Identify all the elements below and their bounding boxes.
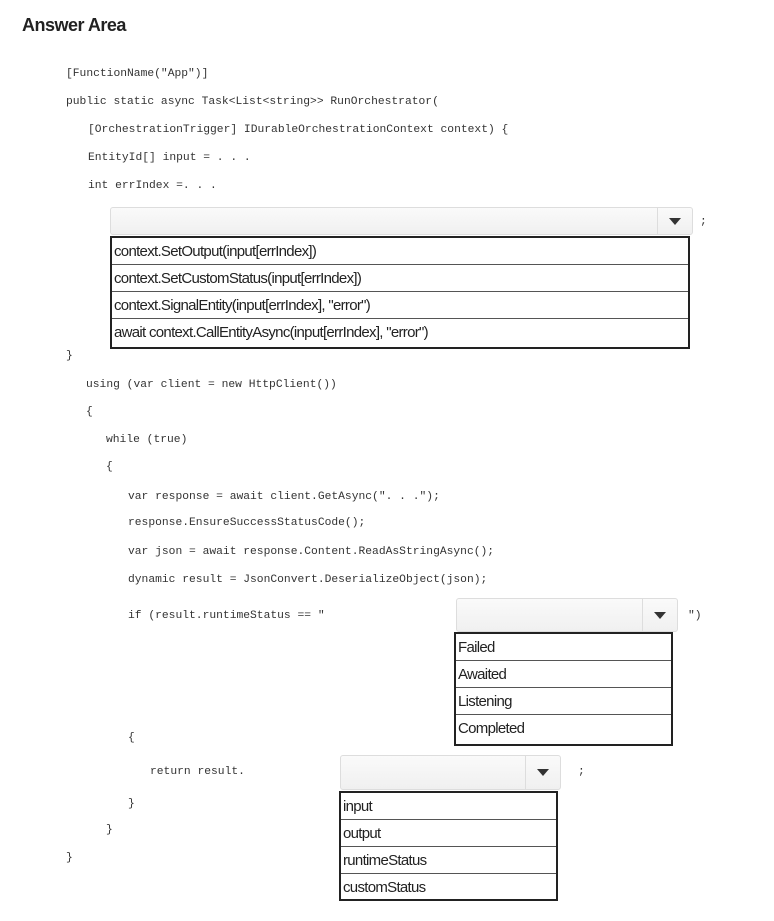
code-line: response.EnsureSuccessStatusCode(); (128, 517, 366, 529)
dropdown-option[interactable]: input (341, 793, 556, 820)
dropdown-option[interactable]: Completed (458, 720, 525, 737)
dropdown-toggle-button[interactable] (642, 599, 677, 631)
dropdown-option[interactable]: context.SetCustomStatus(input[errIndex]) (112, 265, 688, 292)
code-line: dynamic result = JsonConvert.Deserialize… (128, 574, 488, 586)
code-line: return result. (150, 766, 245, 778)
code-line: } (66, 350, 73, 362)
code-line: { (106, 461, 113, 473)
code-line: int errIndex =. . . (88, 180, 217, 192)
code-line: } (106, 824, 113, 836)
dropdown-toggle-button[interactable] (657, 208, 692, 234)
code-line: public static async Task<List<string>> R… (66, 96, 439, 108)
code-line: if (result.runtimeStatus == " (128, 610, 325, 622)
dropdown-option[interactable]: output (341, 820, 556, 847)
dropdown-option[interactable]: Listening (456, 688, 671, 715)
dropdown-option[interactable]: context.SetOutput(input[errIndex]) (112, 238, 688, 265)
code-line: EntityId[] input = . . . (88, 152, 251, 164)
runtime-status-options-list: Failed Awaited Listening Completed (454, 632, 673, 746)
statement-options-list: context.SetOutput(input[errIndex]) conte… (110, 236, 690, 349)
code-line: } (66, 852, 73, 864)
chevron-down-icon (669, 217, 681, 225)
code-line: [OrchestrationTrigger] IDurableOrchestra… (88, 124, 509, 136)
dropdown-option[interactable]: runtimeStatus (341, 847, 556, 874)
chevron-down-icon (537, 769, 549, 776)
dropdown-toggle-button[interactable] (525, 756, 560, 789)
code-line: var json = await response.Content.ReadAs… (128, 546, 495, 558)
dropdown-option[interactable]: customStatus (343, 879, 426, 896)
code-line: var response = await client.GetAsync(". … (128, 491, 440, 503)
dropdown-option[interactable]: context.SignalEntity(input[errIndex], "e… (112, 292, 688, 319)
code-line: [FunctionName("App")] (66, 68, 209, 80)
result-property-dropdown[interactable] (340, 755, 561, 790)
code-line: while (true) (106, 434, 188, 446)
code-line: } (128, 798, 135, 810)
code-line: using (var client = new HttpClient()) (86, 379, 337, 391)
result-property-options-list: input output runtimeStatus customStatus (339, 791, 558, 901)
answer-area-title: Answer Area (22, 15, 126, 35)
dropdown-option[interactable]: Awaited (456, 661, 671, 688)
code-line: { (128, 732, 135, 744)
code-line: ") (688, 610, 702, 622)
code-semicolon: ; (700, 216, 707, 228)
dropdown-option[interactable]: Failed (456, 634, 671, 661)
code-semicolon: ; (578, 766, 585, 778)
statement-dropdown[interactable] (110, 207, 693, 235)
chevron-down-icon (654, 611, 666, 619)
dropdown-option[interactable]: await context.CallEntityAsync(input[errI… (114, 324, 429, 341)
runtime-status-dropdown[interactable] (456, 598, 678, 632)
code-line: { (86, 406, 93, 418)
